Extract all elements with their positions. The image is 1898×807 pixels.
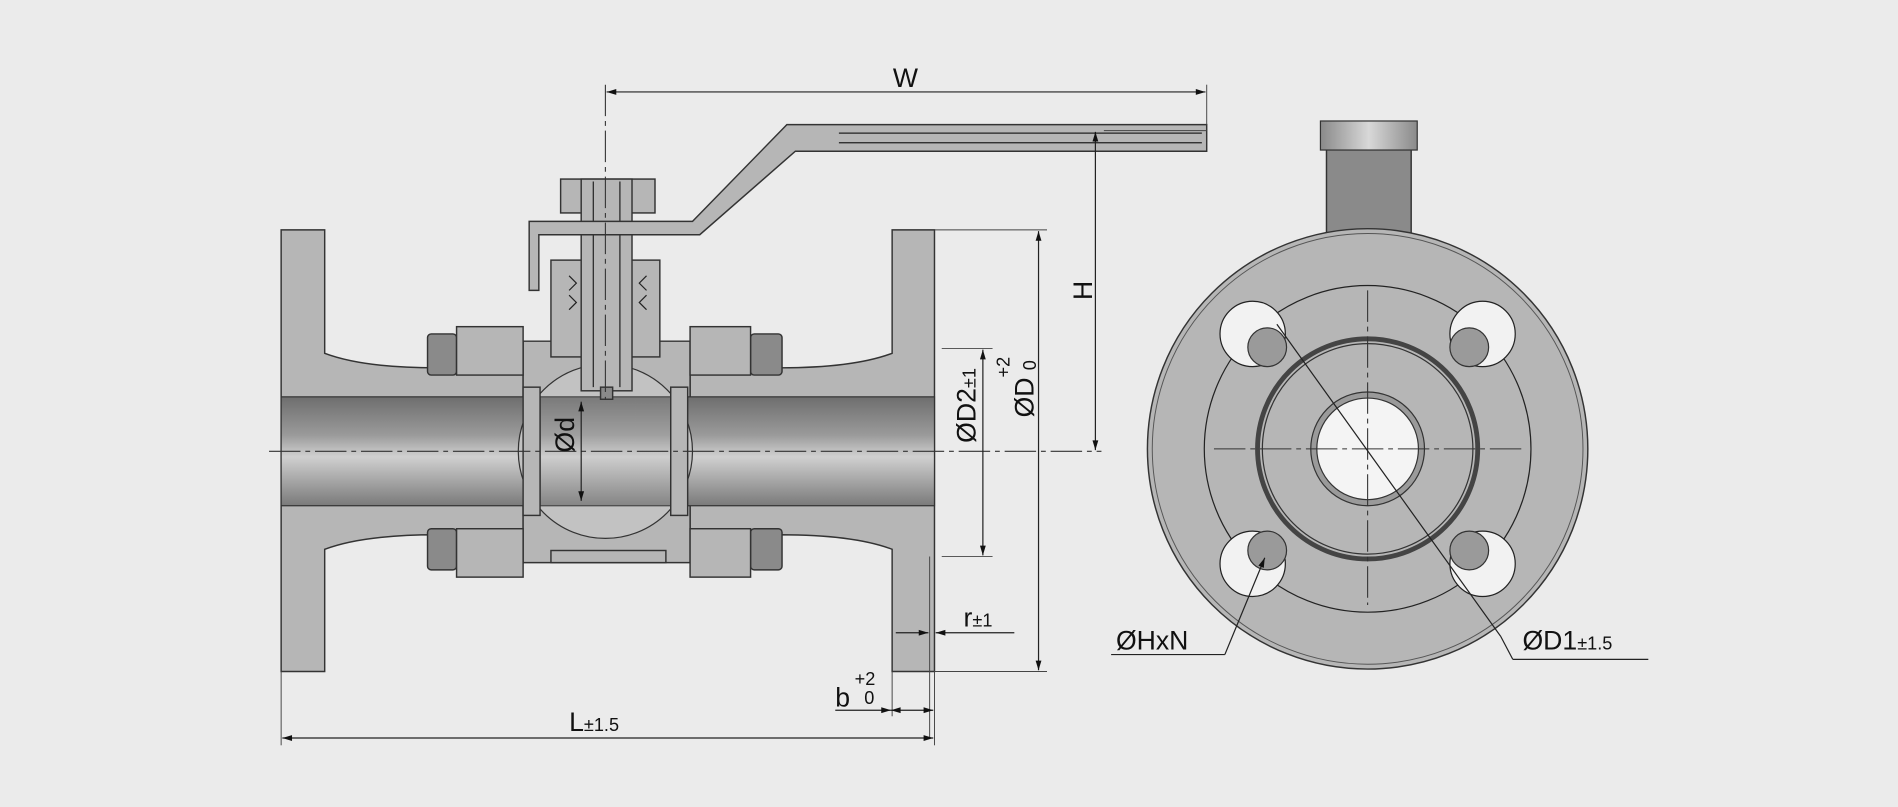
dim-b-tol-upper: +2 <box>855 669 876 689</box>
stem <box>580 178 633 392</box>
dim-D-tol-upper: +2 <box>993 357 1013 378</box>
label-HxN: ØHxN <box>1116 626 1188 656</box>
body-bottom <box>550 549 667 564</box>
dim-b: b <box>835 683 850 713</box>
dim-H: H <box>1068 281 1098 300</box>
dim-D-tol-lower: 0 <box>1020 360 1040 370</box>
dim-W: W <box>893 63 919 93</box>
dim-d: Ød <box>550 417 580 453</box>
stem-tip <box>599 386 614 400</box>
bolts <box>426 325 783 578</box>
bolt-circle <box>1203 284 1532 613</box>
dim-r: r±1 <box>964 603 993 633</box>
lever-handle <box>528 123 1208 292</box>
dim-b-tol-lower: 0 <box>864 688 874 708</box>
side-view <box>269 84 1208 673</box>
dim-L: L±1.5 <box>569 707 619 737</box>
stem-neck <box>1325 146 1412 236</box>
dim-D2: ØD2±1 <box>952 368 982 443</box>
dimensions: W H ØD +2 0 ØD2±1 Ød r±1 b +2 0 <box>280 63 1208 746</box>
dim-D: ØD <box>1010 377 1040 417</box>
end-view: ØHxN ØD1±1.5 <box>1111 120 1649 670</box>
bolt-holes <box>1219 300 1516 598</box>
label-D1: ØD1±1.5 <box>1522 626 1612 656</box>
stem-cap <box>1319 120 1418 151</box>
